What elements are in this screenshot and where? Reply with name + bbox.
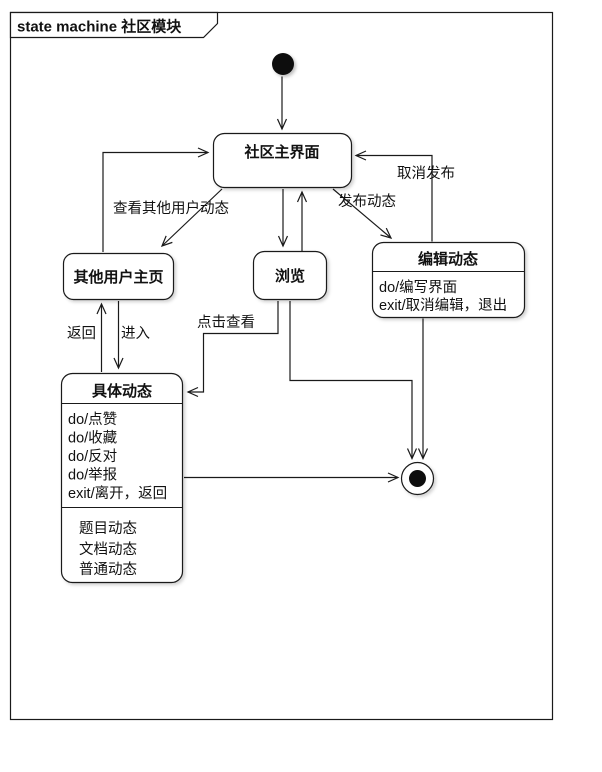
state-specific-post-activity: exit/离开，返回 <box>68 485 167 502</box>
transition-label-enter: 进入 <box>121 325 150 342</box>
transition-main-to-other-user-home <box>160 188 223 248</box>
frame-title: state machine 社区模块 <box>17 18 182 36</box>
state-specific-post-variant: 普通动态 <box>79 561 137 578</box>
transition-other-user-home-to-main <box>102 147 210 252</box>
transition-label-publish: 发布动态 <box>338 193 396 210</box>
state-browse-title: 浏览 <box>275 267 305 285</box>
state-main: 社区主界面 <box>212 132 353 189</box>
state-edit-post: 编辑动态 do/编写界面 exit/取消编辑，退出 <box>371 241 526 319</box>
state-main-title: 社区主界面 <box>243 143 319 161</box>
state-specific-post-variant: 文档动态 <box>79 541 137 558</box>
transition-main-to-edit-post <box>332 188 393 239</box>
frame-title-tab <box>9 11 219 39</box>
transition-label-click-view: 点击查看 <box>197 314 255 331</box>
transition-browse-to-final <box>289 301 418 460</box>
state-other-user-home: 其他用户主页 <box>62 252 175 301</box>
transition-label-back: 返回 <box>67 325 96 342</box>
initial-state-node <box>272 53 294 75</box>
state-specific-post: 具体动态 do/点赞 do/收藏 do/反对 do/举报 exit/离开，返回 … <box>60 372 184 584</box>
state-specific-post-variant: 题目动态 <box>79 520 137 537</box>
state-browse: 浏览 <box>252 250 328 301</box>
state-edit-post-activity: exit/取消编辑，退出 <box>379 297 507 314</box>
state-edit-post-title: 编辑动态 <box>418 250 478 268</box>
state-specific-post-title: 具体动态 <box>92 382 152 400</box>
state-specific-post-activity: do/举报 <box>68 467 117 484</box>
state-other-user-home-title: 其他用户主页 <box>73 268 163 286</box>
final-state-node <box>400 461 435 496</box>
transition-label-view-other: 查看其他用户动态 <box>113 200 229 217</box>
state-specific-post-activity: do/收藏 <box>68 430 118 447</box>
state-edit-post-activity: do/编写界面 <box>379 279 457 296</box>
transition-edit-post-to-main <box>354 150 433 242</box>
transition-label-cancel-publish: 取消发布 <box>397 165 455 182</box>
state-specific-post-activity: do/反对 <box>68 448 117 465</box>
transition-browse-to-specific-post <box>186 301 279 398</box>
state-specific-post-activity: do/点赞 <box>68 411 117 428</box>
